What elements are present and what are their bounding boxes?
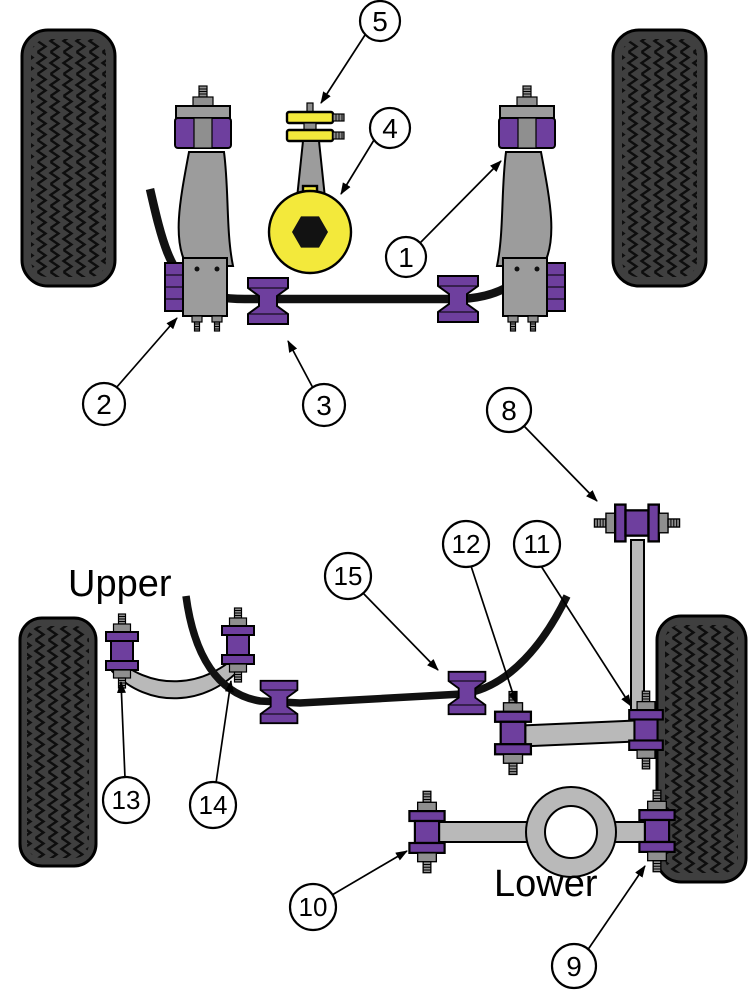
- rear-right-tire: [655, 614, 748, 884]
- callout-11: 11: [512, 519, 562, 569]
- leader-2: [115, 317, 178, 389]
- leader-3: [287, 340, 314, 389]
- front-right-tire: [611, 28, 708, 288]
- front-left-control-arm: [177, 151, 235, 267]
- svg-text:8: 8: [501, 395, 517, 426]
- front-right-control-arm: [495, 151, 553, 267]
- leader-13: [116, 681, 126, 779]
- rear-trailing-arm: [509, 718, 649, 749]
- rear-lower-arm: [423, 786, 659, 878]
- label-upper: Upper: [68, 563, 172, 605]
- engine-mount-bushing: [267, 184, 353, 275]
- leader-1: [419, 160, 502, 244]
- svg-text:10: 10: [299, 892, 328, 922]
- callout-10: 10: [288, 882, 338, 932]
- svg-text:11: 11: [524, 529, 551, 559]
- callout-15: 15: [323, 551, 373, 601]
- callout-12: 12: [441, 519, 491, 569]
- callout-13: 13: [101, 775, 151, 825]
- leader-14: [215, 680, 234, 784]
- leader-9: [586, 865, 646, 952]
- rear-left-tire: [18, 616, 98, 868]
- leader-10: [331, 850, 408, 896]
- callout-14: 14: [188, 780, 238, 830]
- callout-2: 2: [81, 381, 127, 427]
- callout-4: 4: [368, 106, 412, 150]
- front-upper-arm-bushing-left: [174, 85, 232, 149]
- leader-12: [470, 565, 517, 704]
- front-upper-arm-bushing-right: [498, 85, 556, 149]
- svg-text:3: 3: [316, 390, 332, 421]
- leader-8: [523, 425, 598, 502]
- svg-text:14: 14: [199, 790, 228, 820]
- trailing-arm-bushing-inner: [493, 690, 533, 776]
- engine-mount-bracket: [285, 102, 345, 143]
- rear-antiroll-bar: [182, 594, 571, 707]
- front-lower-mount-left: [164, 257, 228, 332]
- label-lower: Lower: [494, 863, 598, 905]
- lower-arm-bushing-front: [408, 790, 446, 874]
- leader-15: [361, 591, 439, 671]
- svg-text:4: 4: [382, 113, 398, 144]
- svg-text:9: 9: [566, 951, 582, 982]
- callout-5: 5: [358, 0, 402, 43]
- leader-4: [340, 139, 375, 195]
- leader-11: [540, 565, 632, 707]
- svg-text:1: 1: [398, 242, 414, 273]
- front-left-tire: [20, 28, 117, 288]
- svg-text:2: 2: [96, 389, 112, 420]
- callout-3: 3: [301, 382, 347, 428]
- leader-5: [320, 34, 366, 104]
- front-lower-mount-right: [502, 257, 566, 332]
- callout-8: 8: [485, 386, 533, 434]
- svg-text:12: 12: [452, 529, 481, 559]
- svg-text:5: 5: [372, 6, 388, 37]
- rear-link-bushing: [593, 503, 681, 543]
- svg-text:15: 15: [334, 561, 363, 591]
- callout-1: 1: [384, 235, 428, 279]
- callout-9: 9: [550, 942, 598, 990]
- svg-text:13: 13: [112, 785, 141, 815]
